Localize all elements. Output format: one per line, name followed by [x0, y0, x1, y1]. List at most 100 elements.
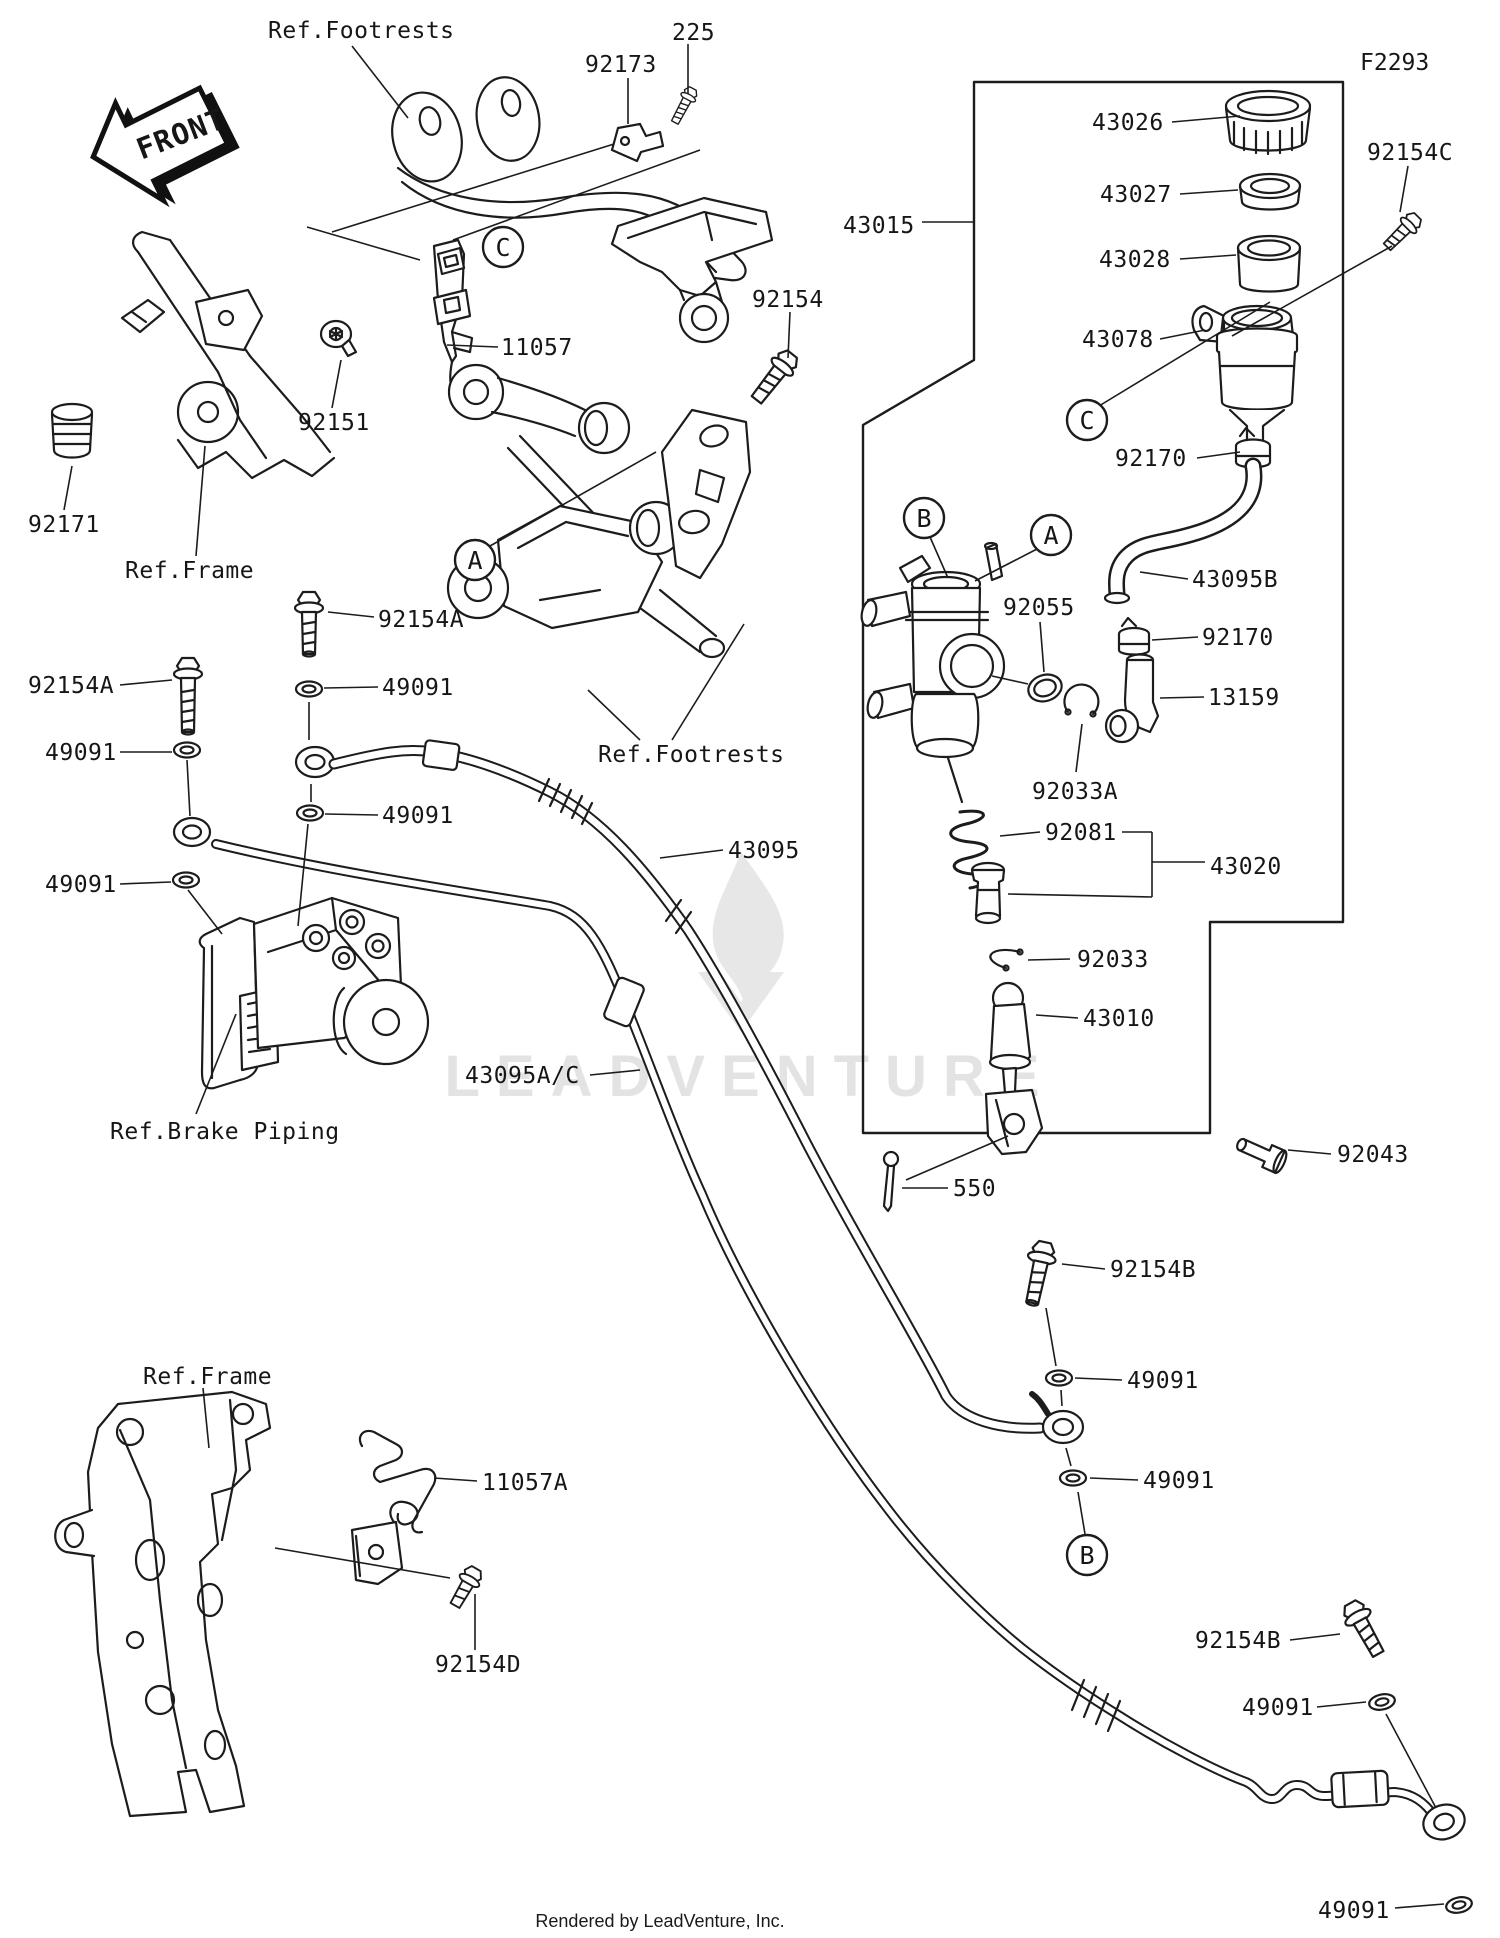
- marker-c-top-letter: C: [495, 233, 510, 262]
- part-label-49091-bottom: 49091: [1318, 1898, 1390, 1924]
- pushrod-43010-part: [984, 981, 1044, 1156]
- frame-plate-part: [54, 1390, 272, 1818]
- marker-c-top: C: [481, 225, 525, 269]
- leader-lines: [63, 44, 1445, 1909]
- screw-92151-part: [319, 319, 358, 358]
- marker-b-right-letter: B: [916, 504, 931, 533]
- banjo-fitting-left-part: [172, 816, 212, 848]
- assembly-box-43015: [861, 80, 1345, 1135]
- marker-c-right: C: [1065, 398, 1109, 442]
- section-markers: C C A A B B: [453, 225, 1109, 1577]
- cap-43026-part: [1224, 89, 1312, 156]
- part-label-43095ac: 43095A/C: [465, 1063, 580, 1089]
- part-label-43015: 43015: [843, 213, 915, 239]
- banjo-end-43095-part: [1029, 1391, 1085, 1445]
- washer-49091-left2-part: [171, 871, 201, 889]
- bolt-92154d-part: [449, 1565, 482, 1609]
- part-label-92151: 92151: [298, 410, 370, 436]
- watermark-text: LEADVENTURE: [444, 1044, 1055, 1109]
- washer-49091-left1-part: [172, 741, 202, 759]
- part-label-92043: 92043: [1337, 1142, 1409, 1168]
- cotter-pin-550-part: [882, 1150, 900, 1213]
- part-label-43028: 43028: [1099, 247, 1171, 273]
- washer-49091-r2-part: [1058, 1469, 1088, 1487]
- front-arrow-icon: FRONT: [90, 84, 240, 208]
- snapring-92033-part: [989, 948, 1024, 972]
- part-label-43078: 43078: [1082, 327, 1154, 353]
- part-label-92170-upper: 92170: [1115, 446, 1187, 472]
- part-label-92154d: 92154D: [435, 1652, 521, 1678]
- frame-tube-part: [120, 230, 336, 480]
- marker-b-bottom-letter: B: [1079, 1541, 1094, 1570]
- part-label-550: 550: [953, 1176, 996, 1202]
- part-label-49091-sub1: 49091: [382, 675, 454, 701]
- part-label-92173: 92173: [585, 52, 657, 78]
- marker-a-right: A: [1029, 513, 1073, 557]
- part-label-49091-r1: 49091: [1127, 1368, 1199, 1394]
- part-label-92154c: 92154C: [1367, 140, 1453, 166]
- screw-92154c-part: [1382, 212, 1422, 252]
- pipe-43095ac-part: [211, 839, 1439, 1821]
- part-label-13159: 13159: [1208, 685, 1280, 711]
- washer-49091-sub1-part: [294, 680, 324, 698]
- master-cylinder-part: [860, 541, 1006, 804]
- washer-49091-bottom-part: [1445, 1896, 1473, 1914]
- marker-a-left-letter: A: [467, 546, 482, 575]
- ref-label-brake-piping: Ref.Brake Piping: [110, 1119, 340, 1145]
- bracket-11057-part: [432, 238, 498, 404]
- fitting-13159-part: [1104, 653, 1160, 744]
- part-label-43095: 43095: [728, 838, 800, 864]
- banjo-fitting-right-part: [294, 745, 336, 779]
- hose-43095b-part: [1103, 457, 1263, 605]
- part-label-43095b: 43095B: [1192, 567, 1278, 593]
- marker-b-right: B: [902, 496, 946, 540]
- footrest-hanger-part: [391, 76, 774, 344]
- marker-a-right-letter: A: [1043, 521, 1058, 550]
- figure-code: F2293: [1360, 50, 1429, 76]
- bolt-92154-part: [750, 349, 798, 405]
- part-label-49091-r3: 49091: [1242, 1695, 1314, 1721]
- marker-b-bottom: B: [1065, 1533, 1109, 1577]
- marker-a-left: A: [453, 538, 497, 582]
- oring-92055-part: [1027, 673, 1063, 703]
- plate-43027-part: [1238, 172, 1302, 211]
- snapring-92033a-part: [1063, 683, 1100, 718]
- part-label-92154a-right: 92154A: [378, 607, 464, 633]
- ref-label-frame-top: Ref.Frame: [125, 558, 254, 584]
- screw-225-part: [670, 86, 698, 125]
- abs-modulator-part: [198, 896, 430, 1090]
- cap-92171-part: [50, 402, 94, 459]
- reservoir-43078-part: [1191, 304, 1299, 460]
- hose-43095-part: [328, 739, 1046, 1434]
- part-label-92154b-1: 92154B: [1110, 1257, 1196, 1283]
- washer-49091-sub2-part: [295, 804, 325, 822]
- diaphragm-43028-part: [1236, 234, 1302, 293]
- callout-labels: Ref.Footrests 92173 225 F2293 43026 4302…: [28, 18, 1453, 1924]
- part-label-11057a: 11057A: [482, 1470, 568, 1496]
- watermark-flame-icon: [712, 852, 784, 1003]
- part-label-225: 225: [672, 20, 715, 46]
- bolt-92154b-1-part: [1025, 1239, 1057, 1307]
- part-label-92081: 92081: [1045, 820, 1117, 846]
- part-label-49091-l2: 49091: [45, 872, 117, 898]
- pin-92043-part: [1236, 1137, 1288, 1174]
- marker-c-right-letter: C: [1079, 406, 1094, 435]
- part-label-92033a: 92033A: [1032, 779, 1118, 805]
- part-label-92154b-2: 92154B: [1195, 1628, 1281, 1654]
- clamp-92170-lower-part: [1117, 616, 1151, 656]
- part-label-43026: 43026: [1092, 110, 1164, 136]
- clip-11057a-part: [350, 1429, 437, 1586]
- bolt-92154a-right-part: [293, 590, 325, 658]
- washer-49091-r1-part: [1044, 1369, 1074, 1387]
- banjo-end-43095ac-part: [1422, 1803, 1466, 1841]
- ref-label-footrests-mid: Ref.Footrests: [598, 742, 785, 768]
- bracket-92173-part: [610, 122, 665, 163]
- washer-49091-r3-part: [1368, 1693, 1396, 1711]
- part-label-43027: 43027: [1100, 182, 1172, 208]
- footer-credit: Rendered by LeadVenture, Inc.: [535, 1911, 784, 1931]
- bolt-92154a-left-part: [172, 656, 204, 736]
- part-label-43010: 43010: [1083, 1006, 1155, 1032]
- part-label-49091-r2: 49091: [1143, 1468, 1215, 1494]
